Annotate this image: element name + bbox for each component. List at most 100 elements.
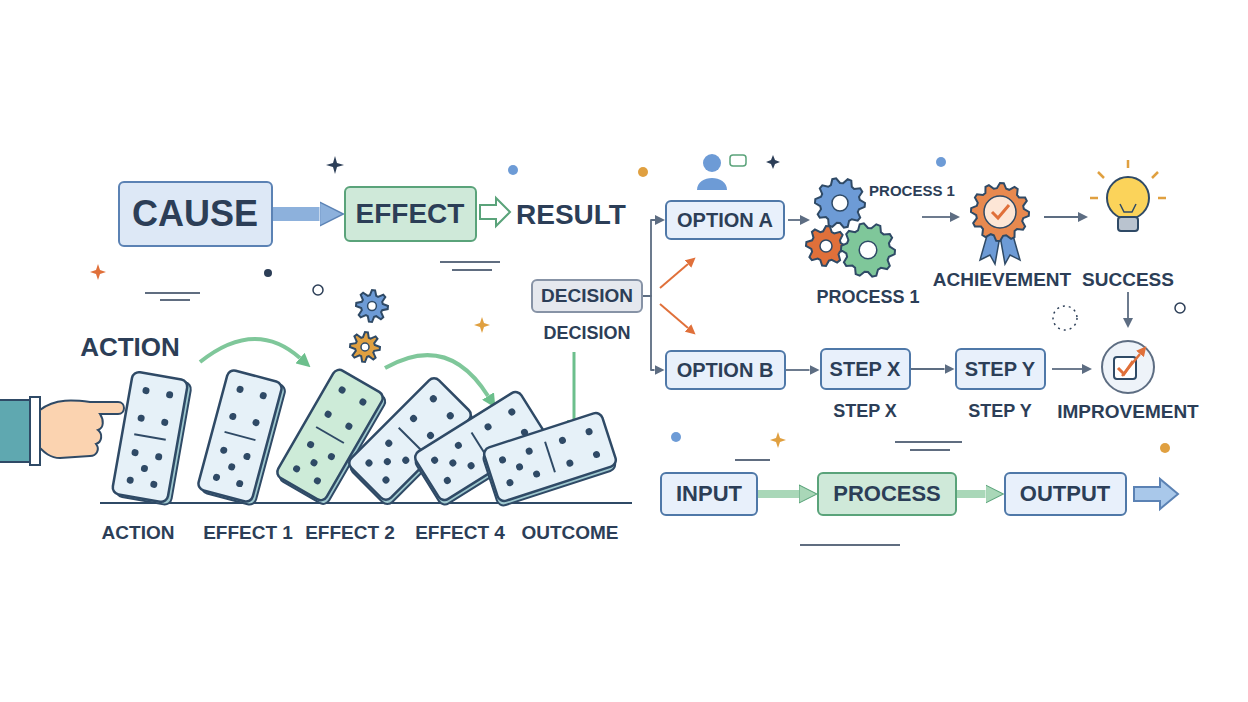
sparkles (770, 432, 786, 448)
domino (112, 371, 189, 503)
sparkles (1175, 303, 1185, 313)
domino (384, 438, 394, 448)
domino (292, 464, 302, 474)
sparkles (508, 165, 518, 175)
flow-arrows (1134, 479, 1178, 509)
connector-arrow (758, 490, 799, 498)
achievement-badge (971, 183, 1029, 264)
flow-arrows (200, 339, 300, 362)
domino (454, 441, 464, 451)
domino (140, 464, 148, 472)
flow-arrows (788, 219, 800, 221)
node-text: DECISION (541, 286, 633, 307)
connector-layer (273, 214, 986, 494)
improvement-icon (1102, 341, 1154, 393)
badge-face (984, 196, 1016, 228)
flow-arrows (660, 304, 688, 328)
caption-label: DECISION (543, 324, 630, 344)
node-text: EFFECT (356, 199, 465, 230)
domino (316, 427, 344, 443)
domino (515, 462, 524, 471)
gear-hub (361, 343, 369, 351)
domino (448, 458, 458, 468)
node-text: INPUT (676, 482, 742, 506)
domino (428, 394, 438, 404)
caption-label: RESULT (516, 200, 626, 231)
sparkles (313, 285, 323, 295)
domino (337, 385, 347, 395)
node-text: STEP Y (965, 358, 1035, 380)
domino (142, 387, 150, 395)
flow-arrows (1052, 368, 1082, 370)
domino (126, 476, 134, 484)
effect-box: EFFECT (344, 186, 477, 242)
connector-arrow (911, 368, 945, 370)
pointing-hand (0, 397, 124, 465)
improvement-icon (1102, 341, 1154, 393)
flow-arrows (573, 352, 576, 420)
domino-chain (100, 502, 632, 504)
node-text: OUTPUT (1020, 482, 1110, 506)
caption-label: EFFECT 1 (203, 523, 293, 544)
flow-arrows (200, 198, 1178, 509)
gear-hub (820, 240, 832, 252)
step-box: STEP Y (955, 348, 1046, 390)
domino (445, 411, 455, 421)
caption-label: PROCESS 1 (869, 183, 955, 200)
gear (806, 226, 846, 266)
person-icon (697, 154, 746, 190)
sparkles (264, 269, 272, 277)
option-box: OPTION A (665, 200, 785, 240)
decision-box: DECISION (531, 279, 643, 313)
domino (483, 422, 493, 432)
domino (382, 457, 392, 467)
domino (430, 455, 440, 465)
domino (401, 455, 411, 465)
domino (507, 407, 517, 417)
domino (399, 428, 422, 451)
sparkles (90, 155, 1185, 545)
domino (443, 476, 453, 486)
input-box: INPUT (660, 472, 758, 516)
node-text: OPTION A (677, 209, 773, 231)
domino (111, 371, 192, 506)
domino (259, 391, 268, 400)
caption-label: EFFECT 4 (415, 523, 505, 544)
domino (409, 414, 419, 424)
domino (236, 385, 245, 394)
caption-label: IMPROVEMENT (1057, 402, 1198, 423)
gear-hub (368, 302, 377, 311)
gear (815, 178, 865, 227)
domino (482, 411, 617, 503)
domino (225, 432, 256, 440)
gear (356, 290, 388, 322)
domino (327, 452, 337, 462)
output-box: OUTPUT (1004, 472, 1127, 516)
domino (381, 475, 391, 485)
flow-arrows (922, 216, 950, 218)
node-text: PROCESS (833, 482, 941, 506)
domino (161, 418, 169, 426)
caption-label: ACHIEVEMENT (933, 270, 1071, 291)
lightbulb-icon (1118, 217, 1138, 231)
domino (134, 434, 166, 440)
badge-check (992, 205, 1009, 218)
domino (155, 453, 163, 461)
node-text: STEP X (830, 358, 901, 380)
connector-arrow (273, 207, 320, 221)
domino (196, 369, 287, 506)
domino (466, 461, 476, 471)
domino (131, 449, 139, 457)
lightbulb-icon (1120, 204, 1136, 212)
domino (252, 418, 261, 427)
caption-label: PROCESS 1 (816, 288, 919, 308)
step-box: STEP X (820, 348, 911, 390)
domino (323, 409, 333, 419)
domino (197, 369, 283, 503)
connector-arrow (643, 220, 655, 296)
domino-chain (100, 367, 632, 507)
domino (558, 436, 567, 445)
lightbulb-icon (1090, 160, 1166, 231)
